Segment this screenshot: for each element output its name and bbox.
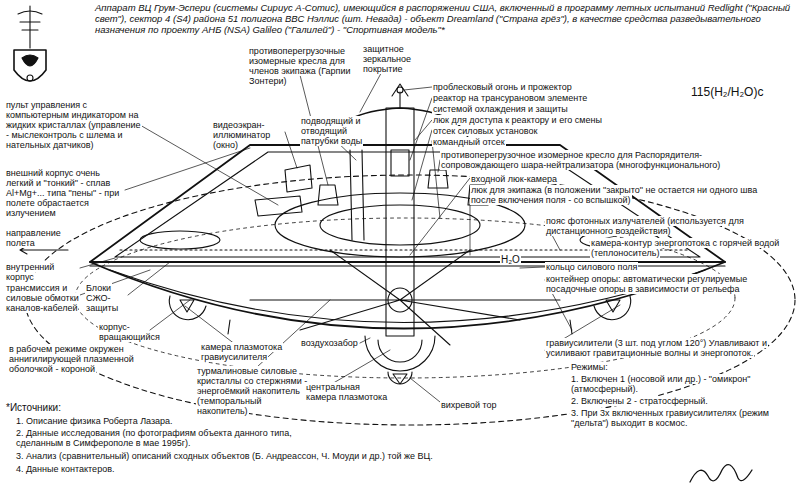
part-label: трансмиссия и силовые обмотки каналов-ка… <box>5 283 80 313</box>
part-label: 3. При 3х включенных гравиусилителях (ре… <box>570 408 770 428</box>
part-label: Блоки СЖО-защиты <box>85 283 119 313</box>
part-label: 3. Анализ (сравнительный) описаний сходн… <box>15 451 434 461</box>
part-label: 1. Включен 1 (носовой или др.) - "омикро… <box>570 374 751 394</box>
label-box: внешний корпус очень легкий и "тонкий" -… <box>5 168 130 218</box>
part-label: *Источники: <box>5 402 62 413</box>
part-label: контейнер опоры: автоматически регулируе… <box>545 274 748 294</box>
part-label: пояс фотонных излучателей (используется … <box>545 216 745 236</box>
part-label: кольцо силового поля <box>545 262 638 272</box>
label-box: командный отсек <box>432 137 582 147</box>
part-label: противоперегрузочные изомерные кресла дл… <box>248 46 351 86</box>
label-box: входной люк-камера <box>470 174 620 184</box>
label-box: гравиусилители (3 шт. под углом 120°) Ул… <box>545 338 795 358</box>
part-label: командный отсек <box>432 137 506 147</box>
part-label: вихревой тор <box>440 400 498 410</box>
leader-lines <box>80 66 620 402</box>
part-label: 2. Включены 2 - стратосферный. <box>570 396 709 406</box>
part-label: проблесковый огонь и прожектор <box>432 82 573 92</box>
label-box: контейнер опоры: автоматически регулируе… <box>545 274 793 294</box>
part-label: подводящий и отводящий патрубки воды <box>300 116 363 146</box>
label-box: люк для доступа к реактору и его смены <box>432 115 662 125</box>
label-box: вихревой тор <box>440 400 500 410</box>
title: Аппарат ВЦ Грум-Эспери (системы Сириус А… <box>95 2 790 35</box>
label-box: 115(H₂/H₂O)c <box>690 86 780 99</box>
part-label: пульт управления с компьютерным индикато… <box>5 100 142 150</box>
part-label: внешний корпус очень легкий и "тонкий" -… <box>5 168 120 218</box>
part-label: противоперегрузочное изомерное кресло дл… <box>440 150 721 170</box>
label-box: защитное зеркальное покрытие <box>362 44 420 74</box>
part-label: отсек силовых установок <box>432 126 538 136</box>
corona-outline <box>25 175 795 425</box>
label-box: 2. Включены 2 - стратосферный. <box>570 396 795 406</box>
part-label: внутренний корпус <box>5 262 55 282</box>
label-box: Блоки СЖО-защиты <box>85 283 130 313</box>
label-box: пояс фотонных излучателей (используется … <box>545 216 793 236</box>
label-box: 3. При 3х включенных гравиусилителях (ре… <box>570 408 795 428</box>
label-box: видеоэкран-иллюминатор (окно) <box>212 120 284 150</box>
part-label: 4. Данные контактеров. <box>15 464 115 474</box>
part-label: 1. Описание физика Роберта Лазара. <box>15 416 174 426</box>
part-label: Режимы: <box>570 362 609 372</box>
label-box: H₂O <box>500 254 530 265</box>
label-box: *Источники: <box>5 402 155 413</box>
part-label: центральная камера плазмотока <box>305 382 388 402</box>
part-label: H₂O <box>500 254 521 265</box>
part-label: защитное зеркальное покрытие <box>362 44 412 74</box>
label-box: турмалиновые силовые кристаллы со стержн… <box>196 366 308 416</box>
label-box: люк для экипажа (в положении "закрыто" н… <box>470 185 760 205</box>
part-label: направление полета <box>5 228 62 248</box>
part-label: 115(H₂/H₂O)c <box>690 85 764 99</box>
title-box: Аппарат ВЦ Грум-Эспери (системы Сириус А… <box>95 2 795 36</box>
label-box: 1. Включен 1 (носовой или др.) - "омикро… <box>570 374 795 394</box>
label-box: кольцо силового поля <box>545 262 695 272</box>
label-box: 3. Анализ (сравнительный) описаний сходн… <box>15 451 615 461</box>
label-box: подводящий и отводящий патрубки воды <box>300 116 372 146</box>
label-box: воздухозабор <box>300 338 360 348</box>
label-box: 2. Данные исследования (по фотографиям о… <box>15 428 305 448</box>
label-box: камера плазмотока гравиусилителя <box>200 342 285 362</box>
part-label: 2. Данные исследования (по фотографиям о… <box>15 428 293 448</box>
label-box: корпус-вращающийся <box>98 322 188 342</box>
label-box: отсек силовых установок <box>432 126 632 136</box>
label-box: в рабочем режиме окружен аннигилирующей … <box>8 344 158 374</box>
signature <box>690 465 752 482</box>
label-box: проблесковый огонь и прожектор <box>432 82 632 92</box>
label-box: реактор на трансурановом элементе <box>432 93 632 103</box>
part-label: системой охлаждения и защиты <box>432 104 569 114</box>
emblem <box>14 6 46 81</box>
part-label: видеоэкран-иллюминатор (окно) <box>212 120 271 150</box>
part-label: гравиусилители (3 шт. под углом 120°) Ул… <box>545 338 768 358</box>
label-box: трансмиссия и силовые обмотки каналов-ка… <box>5 283 81 313</box>
label-box: камера-контур энергопотока с горячей вод… <box>590 238 795 258</box>
label-box: Режимы: <box>570 362 670 372</box>
part-label: корпус-вращающийся <box>98 322 161 342</box>
part-label: в рабочем режиме окружен аннигилирующей … <box>8 344 135 374</box>
part-label: входной люк-камера <box>470 174 558 184</box>
label-box: противоперегрузочные изомерные кресла дл… <box>248 46 358 86</box>
label-box: направление полета <box>5 228 67 248</box>
label-box: центральная камера плазмотока <box>305 382 390 402</box>
label-box: пульт управления с компьютерным индикато… <box>5 100 145 150</box>
part-label: люк для экипажа (в положении "закрыто" н… <box>470 185 758 205</box>
part-label: реактор на трансурановом элементе <box>432 93 588 103</box>
part-label: люк для доступа к реактору и его смены <box>432 115 603 125</box>
part-label: воздухозабор <box>300 338 359 348</box>
label-box: внутренний корпус <box>5 262 85 282</box>
label-box: 4. Данные контактеров. <box>15 464 315 474</box>
part-label: камера плазмотока гравиусилителя <box>200 342 283 362</box>
label-box: системой охлаждения и защиты <box>432 104 632 114</box>
part-label: камера-контур энергопотока с горячей вод… <box>590 238 780 258</box>
label-box: противоперегрузочное изомерное кресло дл… <box>440 150 730 170</box>
part-label: турмалиновые силовые кристаллы со стержн… <box>196 366 308 416</box>
label-box: 1. Описание физика Роберта Лазара. <box>15 416 315 426</box>
